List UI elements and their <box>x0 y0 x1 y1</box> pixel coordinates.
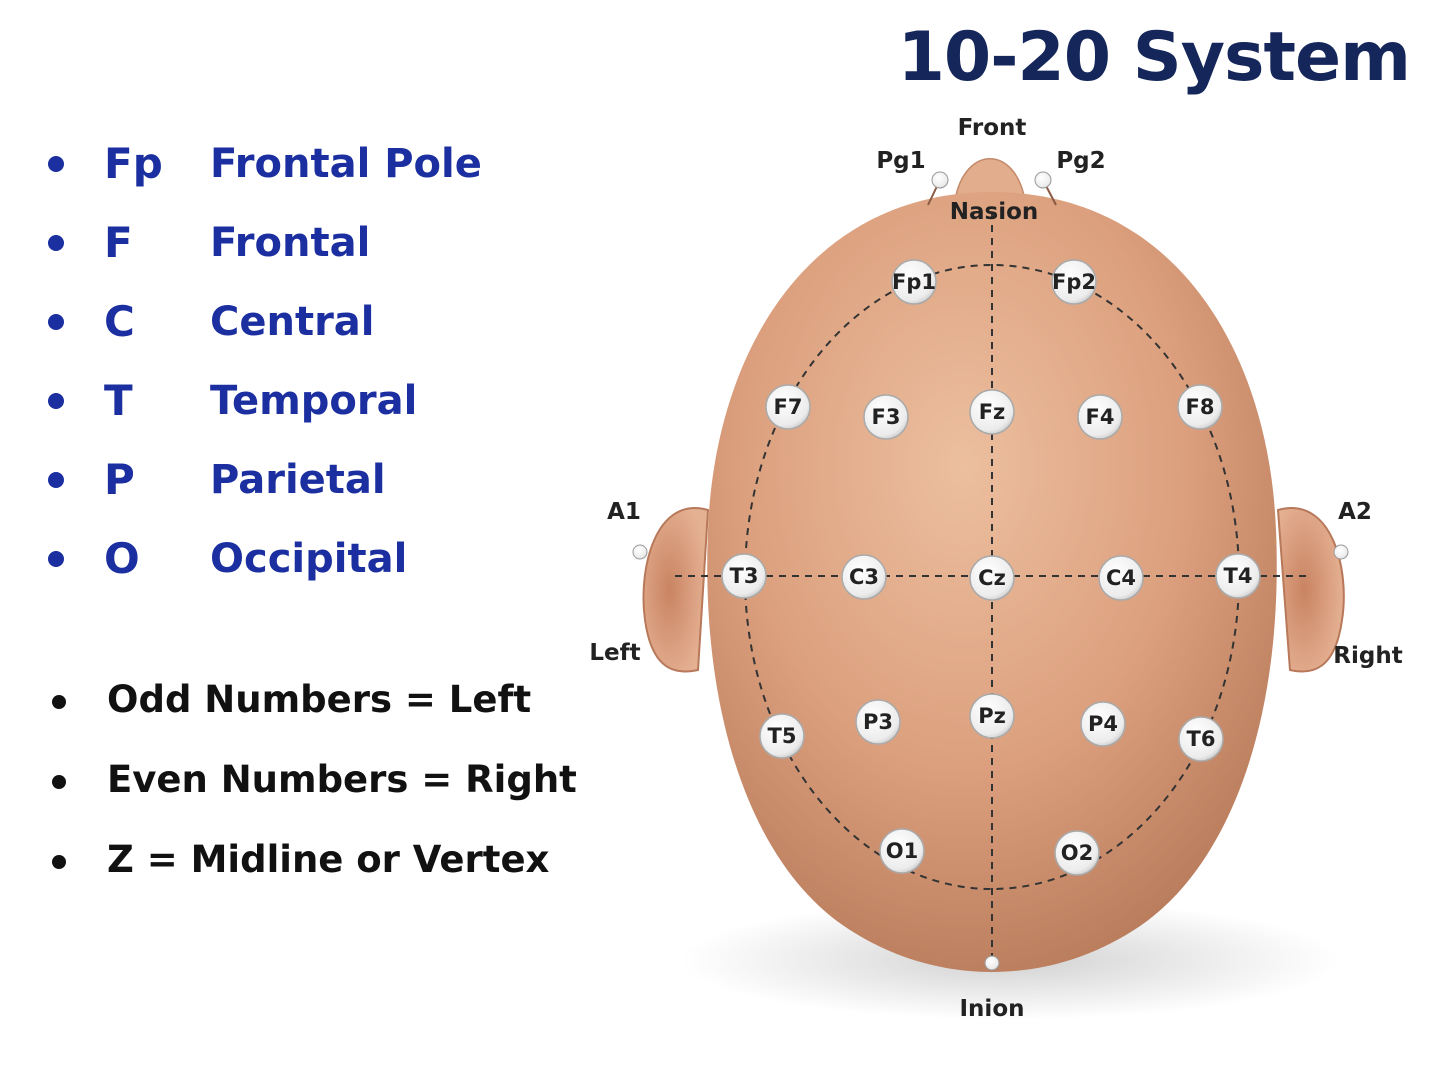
legend-item: T Temporal <box>48 374 482 453</box>
electrode-o2: O2 <box>1054 830 1100 876</box>
legend-item: O Occipital <box>48 532 482 611</box>
legend-item: C Central <box>48 295 482 374</box>
electrode-label: F8 <box>1186 395 1215 419</box>
bullet-icon <box>48 235 64 251</box>
legend-abbr: P <box>104 455 135 504</box>
rule-text: Odd Numbers = Left <box>107 678 532 721</box>
electrode-o1: O1 <box>879 828 925 874</box>
rule-item: Even Numbers = Right <box>52 754 577 834</box>
front-label: Front <box>958 115 1027 141</box>
inion-marker <box>984 955 1000 971</box>
electrode-f3: F3 <box>863 394 909 440</box>
electrode-label: T3 <box>730 564 759 588</box>
electrode-label: O2 <box>1061 841 1093 865</box>
legend-name: Temporal <box>210 378 418 424</box>
left-ear <box>642 507 710 673</box>
a1-electrode <box>632 544 648 560</box>
legend-abbr: O <box>104 534 140 583</box>
inion-label: Inion <box>960 996 1025 1022</box>
electrode-fp2: Fp2 <box>1051 259 1097 305</box>
bullet-icon <box>48 472 64 488</box>
legend-abbr: C <box>104 297 135 346</box>
electrode-label: P3 <box>863 710 893 734</box>
electrode-cz: Cz <box>969 555 1015 601</box>
electrode-t5: T5 <box>759 713 805 759</box>
electrode-label: C4 <box>1106 566 1136 590</box>
head-diagram: Front Pg1 Pg2 Nasion A1 A2 Left Right In… <box>589 115 1402 1022</box>
electrode-label: Fp1 <box>892 270 936 294</box>
bullet-icon <box>52 775 66 789</box>
rule-text: Z = Midline or Vertex <box>107 838 550 881</box>
right-label: Right <box>1333 643 1402 669</box>
legend-abbr: T <box>104 376 133 425</box>
electrode-label: O1 <box>886 839 918 863</box>
legend-name: Parietal <box>210 457 386 503</box>
electrode-label: Fp2 <box>1052 270 1096 294</box>
electrode-label: C3 <box>849 565 879 589</box>
electrode-t4: T4 <box>1215 553 1261 599</box>
electrode-label: T4 <box>1224 564 1253 588</box>
bullet-icon <box>52 855 66 869</box>
electrode-label: Pz <box>978 704 1006 728</box>
left-label: Left <box>589 640 640 666</box>
electrode-label: T6 <box>1187 727 1216 751</box>
bullet-icon <box>52 695 66 709</box>
a2-label: A2 <box>1338 499 1372 525</box>
right-ear <box>1276 507 1345 673</box>
electrode-fp1: Fp1 <box>891 259 937 305</box>
bullet-icon <box>48 393 64 409</box>
electrode-label: F4 <box>1086 405 1115 429</box>
bullet-icon <box>48 156 64 172</box>
region-legend: Fp Frontal Pole F Frontal C Central T Tempor… <box>48 137 482 611</box>
pg1-electrode <box>927 171 949 206</box>
legend-name: Central <box>210 299 375 345</box>
legend-abbr: F <box>104 218 133 267</box>
legend-item: F Frontal <box>48 216 482 295</box>
electrode-label: Fz <box>979 400 1006 424</box>
pg1-label: Pg1 <box>876 148 925 174</box>
electrode-label: F7 <box>774 395 803 419</box>
electrode-fz: Fz <box>969 389 1015 435</box>
electrode-label: P4 <box>1088 712 1118 736</box>
legend-name: Frontal <box>210 220 371 266</box>
electrode-label: T5 <box>768 724 797 748</box>
rule-text: Even Numbers = Right <box>107 758 577 801</box>
legend-name: Frontal Pole <box>210 141 482 187</box>
pg2-label: Pg2 <box>1056 148 1105 174</box>
electrode-label: Cz <box>978 566 1006 590</box>
legend-name: Occipital <box>210 536 408 582</box>
numbering-rules: Odd Numbers = Left Even Numbers = Right … <box>52 674 577 914</box>
electrode-f7: F7 <box>765 384 811 430</box>
page-title: 10-20 System <box>897 18 1411 97</box>
bullet-icon <box>48 551 64 567</box>
electrode-c3: C3 <box>841 554 887 600</box>
electrode-f8: F8 <box>1177 384 1223 430</box>
legend-item: P Parietal <box>48 453 482 532</box>
electrode-f4: F4 <box>1077 394 1123 440</box>
electrode-label: F3 <box>872 405 901 429</box>
rule-item: Z = Midline or Vertex <box>52 834 577 914</box>
bullet-icon <box>48 314 64 330</box>
electrode-p4: P4 <box>1080 701 1126 747</box>
legend-abbr: Fp <box>104 139 163 188</box>
electrode-p3: P3 <box>855 699 901 745</box>
electrode-pz: Pz <box>969 693 1015 739</box>
a2-electrode <box>1333 544 1349 560</box>
legend-item: Fp Frontal Pole <box>48 137 482 216</box>
electrode-t3: T3 <box>721 553 767 599</box>
rule-item: Odd Numbers = Left <box>52 674 577 754</box>
a1-label: A1 <box>607 499 641 525</box>
electrode-t6: T6 <box>1178 716 1224 762</box>
pg2-electrode <box>1034 171 1057 206</box>
nose <box>954 158 1026 201</box>
electrode-c4: C4 <box>1098 555 1144 601</box>
nasion-label: Nasion <box>950 199 1039 225</box>
